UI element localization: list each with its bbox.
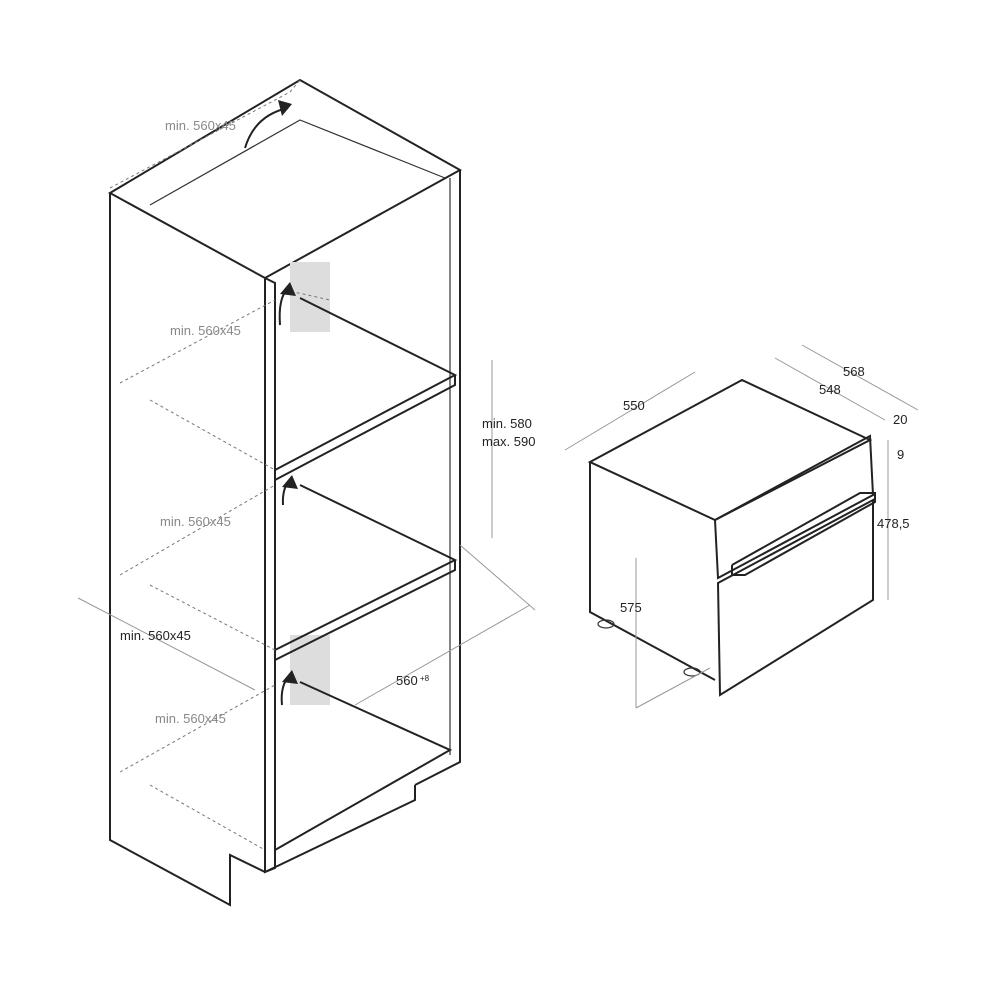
oven-foot xyxy=(597,619,615,629)
front-vent-label: min. 560x45 xyxy=(120,628,191,643)
front-vent-dimension xyxy=(77,597,256,691)
oven-control-panel xyxy=(713,434,875,580)
arrow-head-icon xyxy=(280,282,296,296)
cabinet-front-edge xyxy=(264,277,276,874)
lower-vent-line xyxy=(119,684,276,773)
width-575-ext xyxy=(635,667,711,709)
front-thickness-label: 20 xyxy=(893,412,907,427)
top-vent-label: min. 560x45 xyxy=(165,118,236,133)
oven-handle xyxy=(731,492,876,576)
arrow-head-icon xyxy=(282,475,298,489)
niche-height-min-label: min. 580 xyxy=(482,416,532,431)
arrow-head-icon xyxy=(278,100,292,116)
arrow-head-icon xyxy=(282,670,298,684)
oven-door xyxy=(716,498,874,697)
top-vent-line xyxy=(109,79,301,189)
middle-vent-line xyxy=(119,484,276,576)
cabinet xyxy=(77,78,536,907)
oven xyxy=(564,344,919,709)
depth-548-dimension xyxy=(774,357,886,421)
cabinet-right-side xyxy=(414,170,461,786)
oven-side xyxy=(589,462,716,681)
upper-vent-label: min. 560x45 xyxy=(170,323,241,338)
lower-vent-line-2 xyxy=(149,784,266,851)
shelf-middle xyxy=(274,484,458,651)
lower-back-vent xyxy=(290,635,330,705)
width-575-label: 575 xyxy=(620,600,642,615)
depth-550-dimension xyxy=(564,371,696,451)
gap-label: 9 xyxy=(897,447,904,462)
depth-548-label: 548 xyxy=(819,382,841,397)
niche-width-label: 560 xyxy=(396,673,418,688)
niche-width-dimension xyxy=(354,604,531,706)
lower-vent-label: min. 560x45 xyxy=(155,711,226,726)
cabinet-bottom xyxy=(274,681,453,851)
cabinet-plinth xyxy=(264,785,416,873)
depth-568-dimension xyxy=(801,344,919,411)
shelf-upper-edge xyxy=(274,375,456,481)
upper-vent-line xyxy=(119,299,276,384)
upper-back-vent xyxy=(290,262,330,332)
niche-height-max-label: max. 590 xyxy=(482,434,535,449)
middle-vent-label: min. 560x45 xyxy=(160,514,231,529)
cabinet-top-inner xyxy=(149,119,446,206)
upper-vent-line-2 xyxy=(149,399,276,471)
niche-width-ext xyxy=(459,544,536,611)
oven-foot xyxy=(683,667,701,677)
niche-width-tolerance: +8 xyxy=(420,674,430,683)
door-height-label: 478,5 xyxy=(877,516,910,531)
shelf-middle-edge xyxy=(274,560,456,661)
depth-550-label: 550 xyxy=(623,398,645,413)
cabinet-left-side xyxy=(109,193,266,907)
depth-568-label: 568 xyxy=(843,364,865,379)
